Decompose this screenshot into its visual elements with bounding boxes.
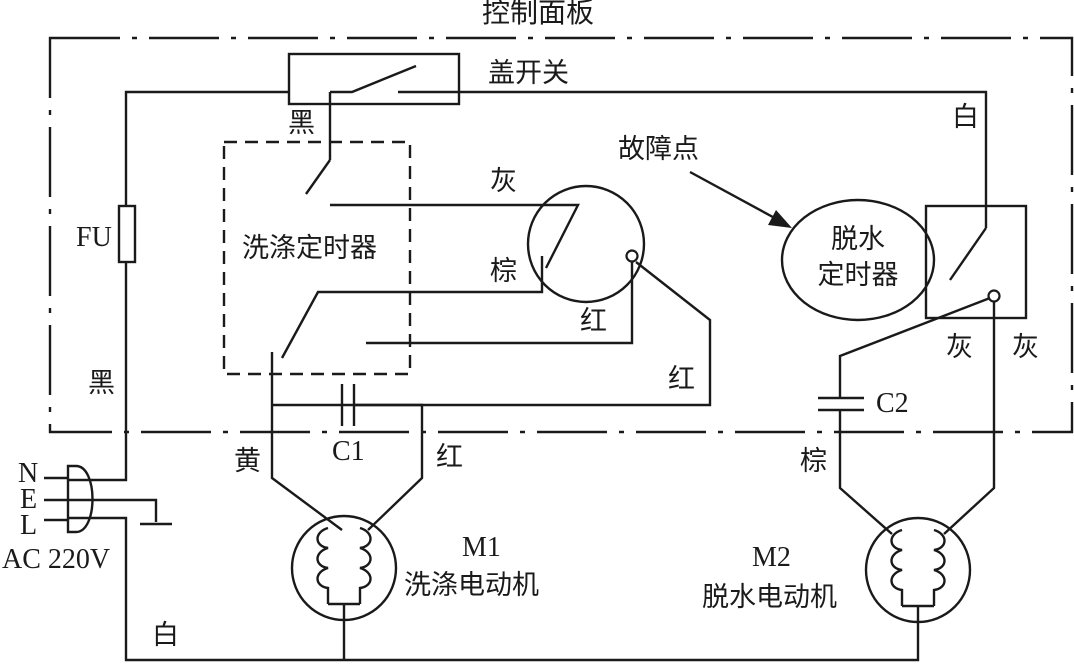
power-plug (66, 464, 94, 534)
motor-m2-name: 脱水电动机 (702, 582, 837, 613)
lid-switch-box (287, 52, 461, 106)
wire-label-yellow-motor: 黄 (234, 446, 261, 477)
wire-brown-wash (280, 256, 544, 359)
cap-c2-label: C2 (876, 388, 909, 419)
wire-live-main (124, 90, 289, 206)
wash-timer-label: 洗涤定时器 (242, 233, 377, 264)
fuse-label: FU (76, 222, 112, 253)
plug-e-label: E (20, 484, 37, 515)
wire-earth (88, 498, 158, 522)
motor-m2-common (902, 604, 934, 620)
spin-timer-label-2: 定时器 (818, 260, 899, 291)
control-panel-boundary (48, 36, 1074, 434)
wire-gray-wash (330, 203, 580, 269)
wire-label-gray-spin-1: 灰 (946, 332, 973, 363)
wash-timer-cam (526, 184, 646, 304)
wire-label-black-top: 黑 (288, 108, 315, 139)
wire-label-white-bottom: 白 (152, 620, 179, 651)
motor-m1-coil-right (358, 526, 372, 604)
cap-c1-label: C1 (332, 436, 365, 467)
spin-timer-switch-box (924, 204, 1028, 320)
lid-switch-label: 盖开关 (488, 58, 569, 89)
wire-gray-spin-to-m2 (943, 302, 996, 535)
wire-c1-right (354, 403, 424, 531)
wire-to-spin-timer (459, 90, 988, 228)
wire-label-red-motor: 红 (436, 442, 463, 473)
motor-m1-id: M1 (462, 532, 501, 563)
plug-n-label: N (18, 458, 38, 489)
motor-m1-common (328, 602, 360, 660)
motor-m1-coil-left (316, 526, 330, 604)
motor-m2-coil-left (890, 528, 904, 606)
wire-label-brown-spin: 棕 (800, 446, 827, 477)
wash-timer-boundary (222, 140, 412, 376)
wire-label-black-left: 黑 (88, 368, 115, 399)
wire-gray-spin-to-c2 (838, 296, 991, 398)
wire-c1-left (270, 352, 343, 531)
wire-label-red-wash-2: 红 (668, 364, 695, 395)
plug-l-label: L (20, 510, 37, 541)
wire-label-gray-spin-2: 灰 (1012, 332, 1039, 363)
wire-neutral-return (68, 516, 920, 662)
motor-m2-coil-right (932, 528, 946, 606)
fault-arrow-head (768, 210, 792, 228)
fault-point-label: 故障点 (618, 134, 699, 165)
spin-timer-ellipse (780, 198, 936, 322)
wire-fuse-to-plug (68, 262, 128, 482)
wire-label-gray-wash: 灰 (490, 166, 517, 197)
fault-arrow-line (689, 170, 783, 224)
supply-label: AC 220V (2, 544, 110, 575)
spin-timer-label-1: 脱水 (831, 224, 885, 255)
motor-m2-id: M2 (752, 542, 791, 573)
wire-brown-spin (838, 410, 893, 535)
wash-timer-terminal (625, 249, 639, 263)
spin-timer-terminal (987, 289, 1001, 303)
wire-label-red-wash-1: 红 (580, 306, 607, 337)
motor-m2-symbol (864, 516, 972, 624)
fuse-symbol (117, 204, 137, 264)
wash-timer-switch-1 (305, 159, 331, 195)
motor-m1-name: 洗涤电动机 (404, 570, 539, 601)
wire-red-to-bus (272, 261, 712, 407)
wire-label-white-top: 白 (952, 102, 979, 133)
panel-title: 控制面板 (482, 0, 594, 29)
wire-label-brown-wash: 棕 (490, 256, 517, 287)
lid-switch-blade (330, 64, 417, 94)
spin-timer-switch-blade (949, 227, 987, 281)
wire-red-wash (366, 262, 634, 345)
